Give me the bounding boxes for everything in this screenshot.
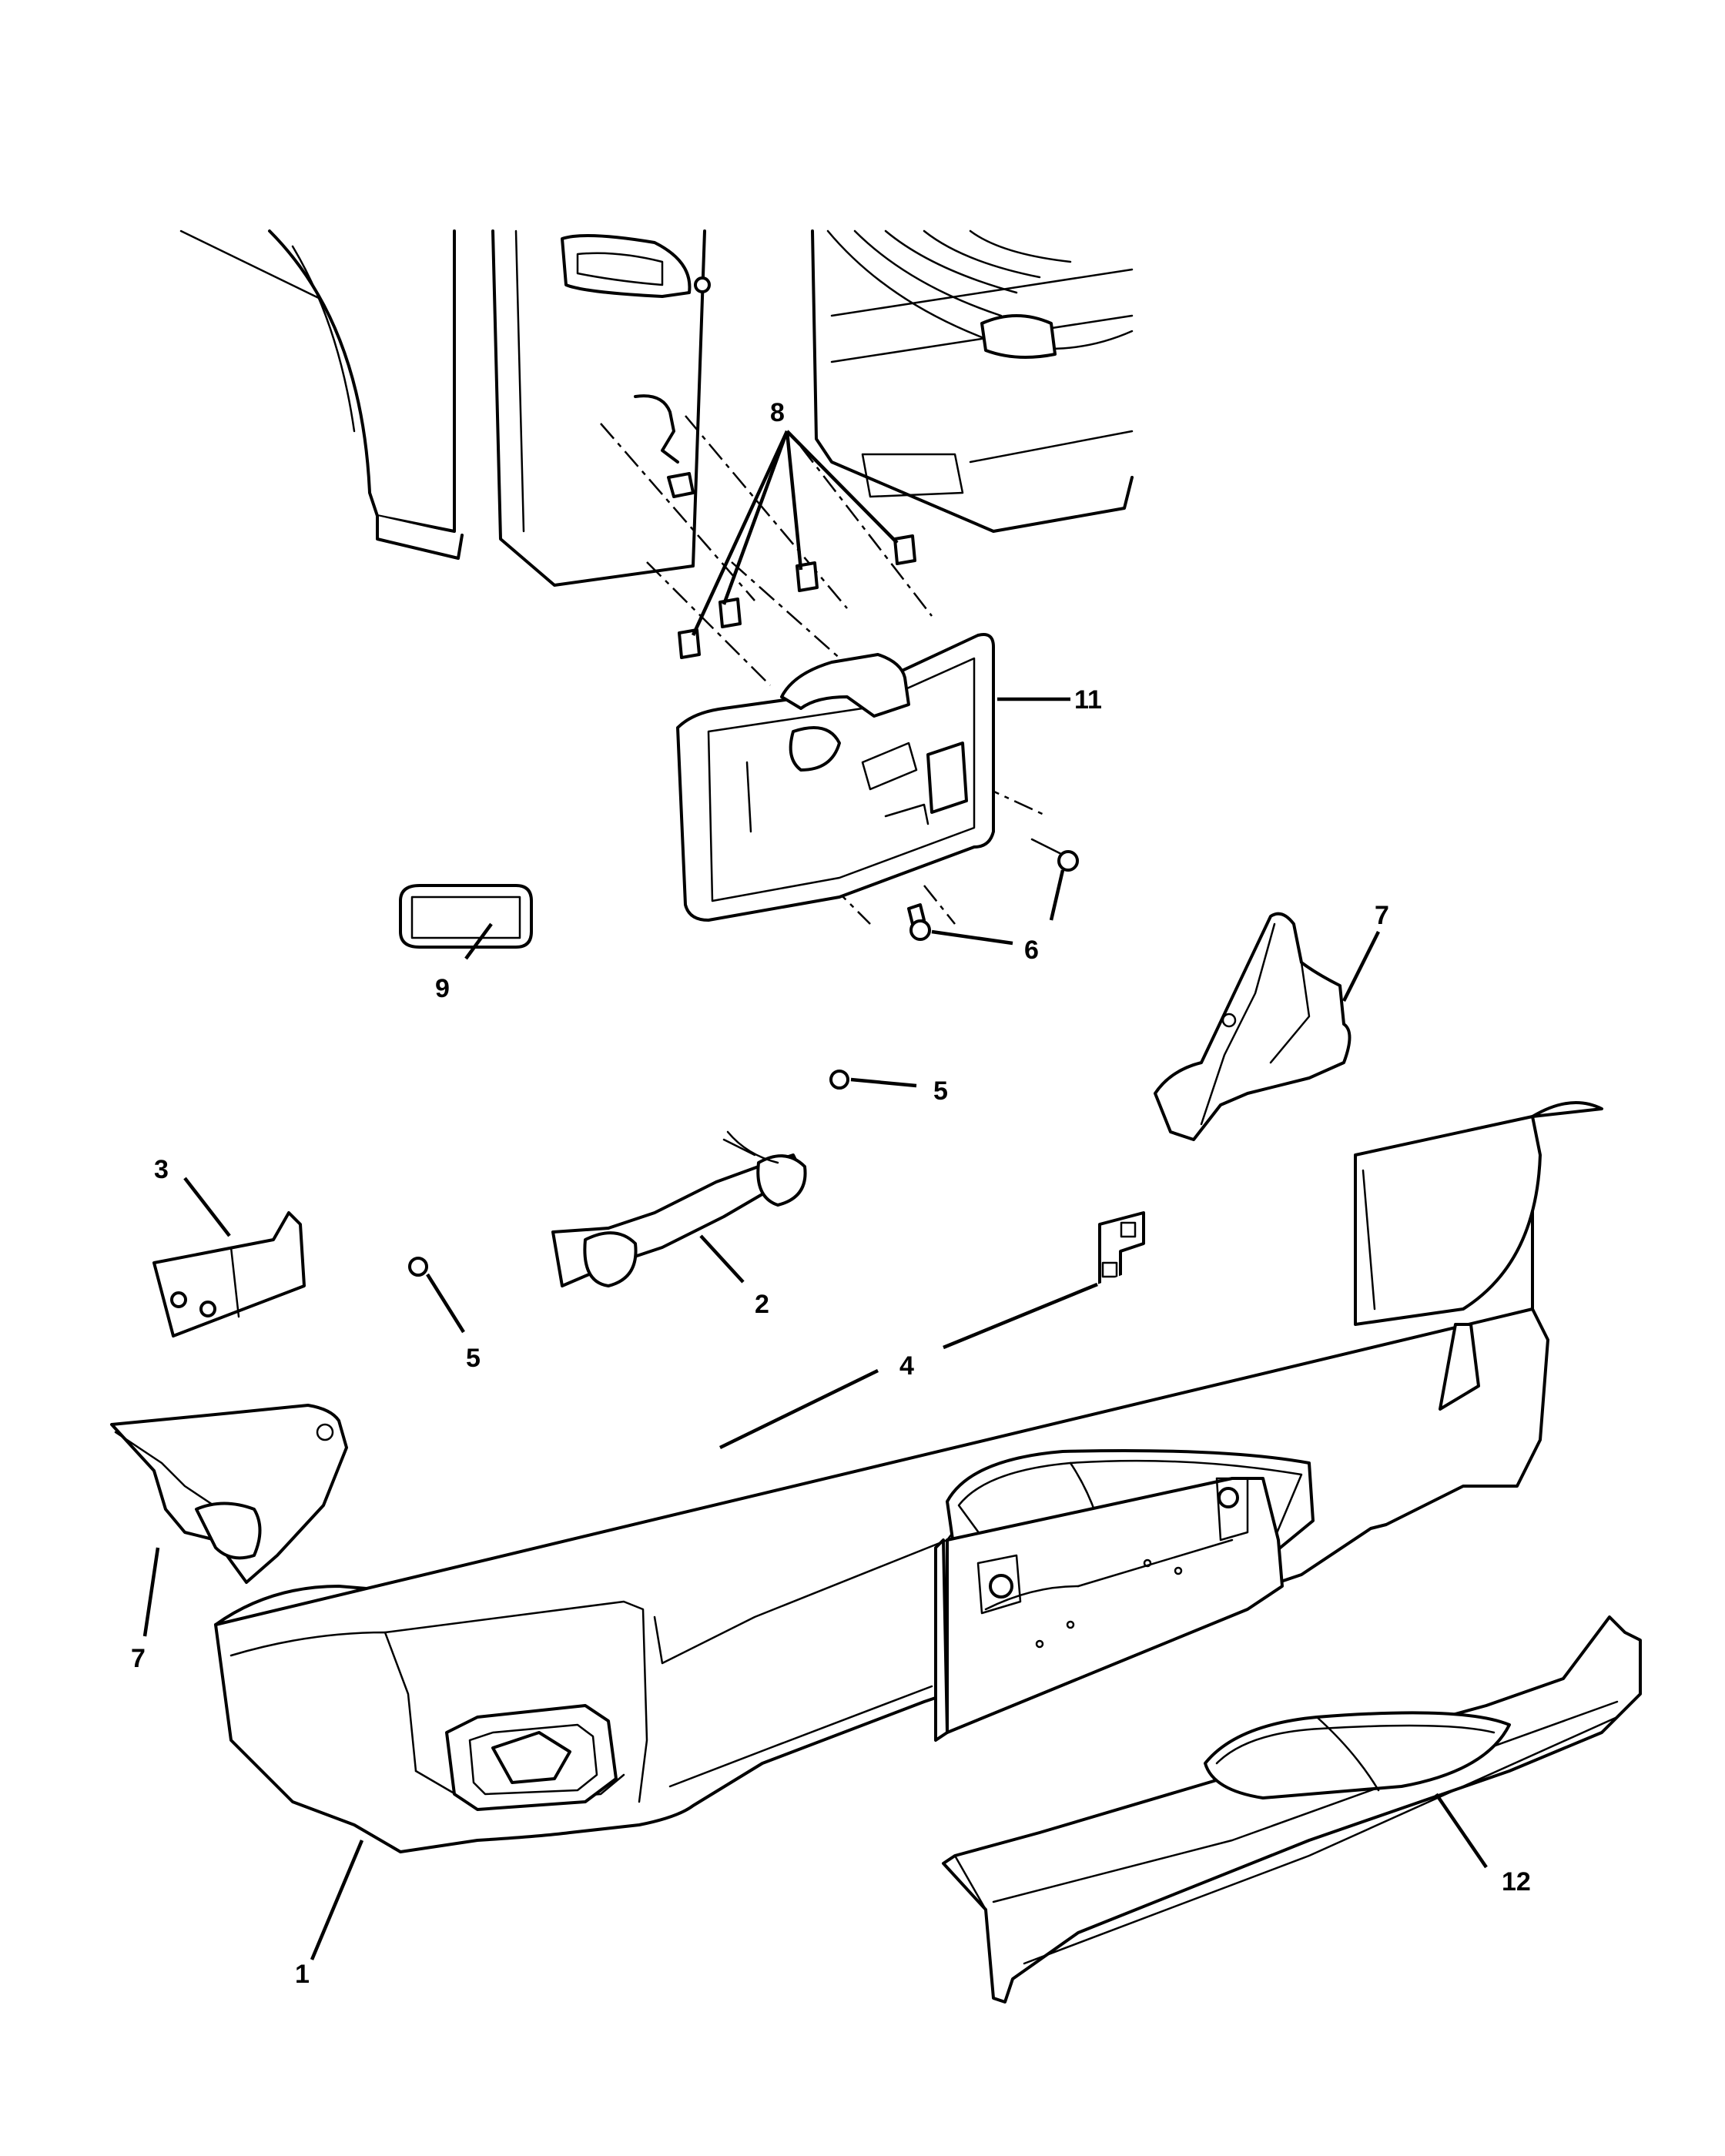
bumper-bracket-left bbox=[152, 1211, 306, 1337]
bolts bbox=[907, 838, 1079, 941]
step-pad bbox=[942, 1615, 1642, 2004]
rear-bumper bbox=[214, 1101, 1603, 1853]
callout-8: 8 bbox=[770, 398, 785, 427]
callout-3: 3 bbox=[154, 1155, 169, 1184]
carrier-bracket bbox=[676, 633, 995, 922]
license-lamp-harness bbox=[551, 1130, 807, 1287]
callout-5b: 5 bbox=[466, 1344, 481, 1373]
callout-11: 11 bbox=[1074, 685, 1102, 715]
callout-2: 2 bbox=[755, 1290, 769, 1319]
callout-9: 9 bbox=[435, 974, 450, 1003]
plug bbox=[399, 884, 533, 949]
callout-7a: 7 bbox=[1375, 901, 1389, 930]
clips bbox=[678, 534, 916, 659]
bumper-bracket-right bbox=[1154, 912, 1352, 1141]
callout-12: 12 bbox=[1502, 1867, 1531, 1897]
leader-lines bbox=[142, 430, 1488, 1960]
callout-4: 4 bbox=[899, 1351, 914, 1381]
callout-5a: 5 bbox=[933, 1076, 948, 1106]
nuts bbox=[408, 1070, 849, 1277]
callout-1: 1 bbox=[295, 1960, 310, 1989]
vehicle-rear-body bbox=[179, 229, 1134, 587]
callout-labels: 1 2 3 4 5 5 6 7 7 8 9 11 12 bbox=[131, 398, 1531, 1989]
callout-6: 6 bbox=[1024, 936, 1039, 965]
callout-7b: 7 bbox=[131, 1644, 146, 1673]
bumper-bracket-left-end bbox=[110, 1404, 348, 1584]
